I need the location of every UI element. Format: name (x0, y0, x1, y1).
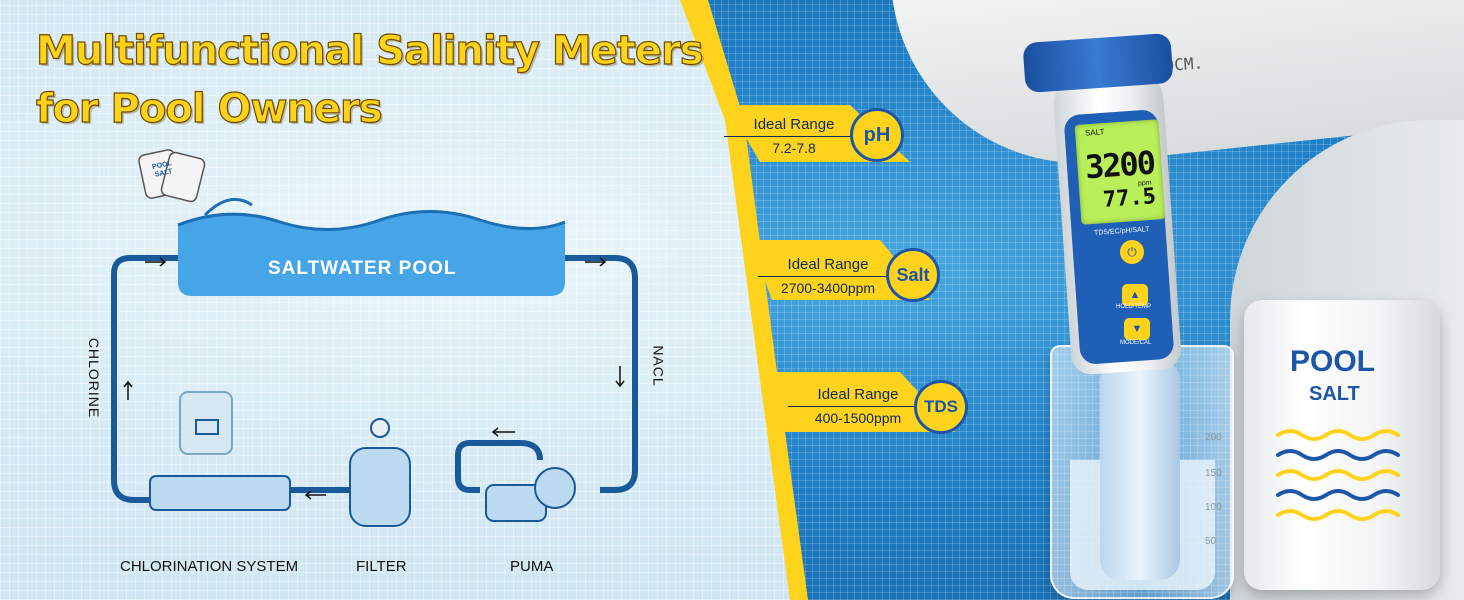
saltwater-pool-label: SALTWATER POOL (268, 258, 457, 279)
filter-unit (349, 418, 411, 527)
salt-bag-text-line1: POOL (1290, 345, 1376, 378)
pool-salt-bag (1244, 300, 1440, 590)
filter-label: FILTER (356, 558, 407, 575)
range-salt: Ideal Range 2700-3400ppm (758, 256, 898, 296)
beaker-mark-50: 50 (1205, 536, 1217, 547)
range-ph-title: Ideal Range (724, 116, 864, 137)
chlorination-system-unit (149, 391, 291, 511)
range-salt-title: Ideal Range (758, 256, 898, 277)
pipe-loop (111, 255, 638, 503)
range-tds: Ideal Range 400-1500ppm (788, 386, 928, 426)
salt-bag-text-line2: SALT (1309, 383, 1360, 405)
meter-probe (1100, 360, 1180, 580)
pump-unit (485, 467, 576, 522)
range-ph: Ideal Range 7.2-7.8 (724, 116, 864, 156)
pump-label: PUMA (510, 558, 554, 575)
page-title-line2: for Pool Owners (35, 85, 383, 132)
hold-temp-button[interactable]: ▲ (1122, 284, 1148, 306)
pool-body (177, 197, 566, 296)
range-salt-value: 2700-3400ppm (780, 280, 876, 296)
pool-circulation-diagram (111, 149, 638, 527)
beaker-mark-150: 150 (1205, 468, 1222, 479)
salt-badge: Salt (886, 248, 940, 302)
triangle-up-icon: ▲ (1129, 289, 1141, 301)
range-tds-title: Ideal Range (788, 386, 928, 407)
power-icon: ⏻ (1127, 244, 1137, 259)
hold-temp-label: HOLD/TEMP (1116, 304, 1152, 310)
triangle-down-icon: ▼ (1131, 323, 1143, 335)
salt-bags-small (138, 149, 206, 203)
nacl-vertical-label: NACL (650, 345, 667, 387)
flow-arrows (123, 257, 625, 500)
lcd-temp-unit: °F (1147, 195, 1156, 204)
ph-badge: pH (850, 108, 904, 162)
power-button[interactable]: ⏻ (1120, 240, 1144, 264)
lcd-mode-label: SALT (1084, 127, 1105, 138)
tds-badge: TDS (914, 380, 968, 434)
page-title-line1: Multifunctional Salinity Meters (35, 27, 704, 74)
chlorination-system-label: CHLORINATION SYSTEM (120, 558, 299, 575)
mode-cal-button[interactable]: ▼ (1124, 318, 1150, 340)
beaker-mark-100: 100 (1205, 502, 1222, 513)
mode-cal-label: MODE/CAL (1120, 340, 1152, 346)
chlorine-vertical-label: CHLORINE (86, 337, 103, 419)
salt-bag-waves (1276, 429, 1400, 521)
beaker-mark-200: 200 (1205, 432, 1222, 443)
meter-cap (1022, 32, 1174, 94)
range-ph-value: 7.2-7.8 (772, 140, 816, 156)
range-tds-value: 400-1500ppm (814, 410, 902, 426)
